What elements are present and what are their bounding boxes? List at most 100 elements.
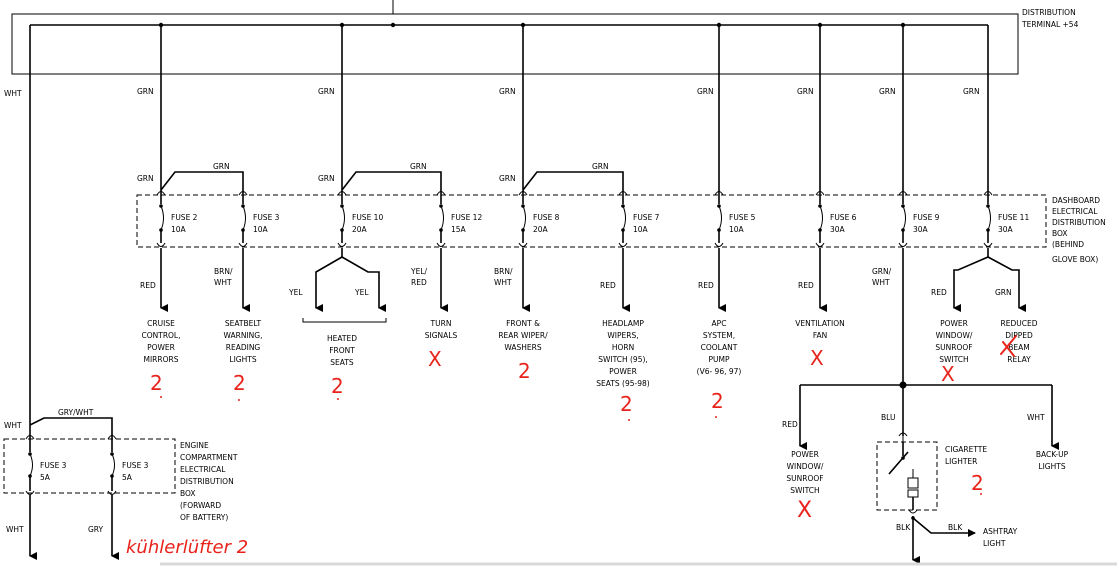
- load-label-line: SYSTEM,: [703, 331, 735, 340]
- annotation-two: 2: [233, 371, 246, 395]
- wire-label-yel: YEL/: [410, 267, 427, 276]
- load-label-line: FAN: [813, 331, 827, 340]
- dash-label-5: (BEHIND: [1052, 240, 1084, 249]
- wire-label-wht: WHT: [4, 89, 22, 98]
- load-label-line: BACK-UP: [1036, 450, 1069, 459]
- annotations: 2 2 2 2 2 2 2 X X X X kühlerlüfter 2: [126, 335, 1017, 558]
- load-label-line: LIGHTS: [1038, 462, 1065, 471]
- dash-label-1: DASHBOARD: [1052, 196, 1100, 205]
- load-label-line: SUNROOF: [935, 343, 972, 352]
- load-label-line: SIGNALS: [425, 331, 458, 340]
- load-label-line: FRONT &: [506, 319, 540, 328]
- load-label-line: SWITCH: [790, 486, 819, 495]
- wire-label-red: RED: [931, 288, 947, 297]
- fuse-name: FUSE 12: [451, 213, 482, 222]
- wire-label-wht: WHT: [1027, 413, 1045, 422]
- fuse-rating: 10A: [253, 225, 269, 234]
- fuse: FUSE 6 30A: [815, 190, 857, 247]
- wire-label-brn: BRN/: [494, 267, 513, 276]
- load-label-line: SUNROOF: [786, 474, 823, 483]
- grn-labels-top: WHT GRN GRN GRN GRN GRN GRN GRN GRN GRN …: [4, 87, 980, 183]
- load-label-line: HEATED: [327, 334, 357, 343]
- load-label-line: DIPPED: [1005, 331, 1033, 340]
- annotation-cross: X: [941, 362, 955, 386]
- wire-label-blk: BLK: [948, 523, 963, 532]
- wire-label-blk: BLK: [896, 523, 911, 532]
- wire-label-grn: GRN: [499, 87, 516, 96]
- annotation-two: 2: [620, 392, 633, 416]
- load-label-line: (V6- 96, 97): [697, 367, 742, 376]
- fuse-name: FUSE 2: [171, 213, 198, 222]
- annotation-cross: X: [428, 347, 442, 371]
- load-label-line: WASHERS: [504, 343, 541, 352]
- fuse-name: FUSE 5: [729, 213, 756, 222]
- engine-fuse-name: FUSE 3: [122, 461, 149, 470]
- annotation-two: 2: [971, 471, 984, 495]
- load-label-line: BEAM: [1008, 343, 1030, 352]
- fuse-rating: 30A: [998, 225, 1014, 234]
- cigarette-lighter: BLK BLK: [876, 432, 976, 564]
- engine-label-3: ELECTRICAL: [180, 465, 226, 474]
- wire-label-wht: WHT: [872, 278, 890, 287]
- load-label-line: WARNING,: [224, 331, 263, 340]
- wire-label-red: RED: [600, 281, 616, 290]
- fuse-rating: 10A: [633, 225, 649, 234]
- load-label-line: SEATS: [330, 358, 354, 367]
- wire-label-grn: GRN: [797, 87, 814, 96]
- load-label-line: SEATBELT: [225, 319, 262, 328]
- engine-label-6: (FORWARD: [180, 501, 221, 510]
- fuse-name: FUSE 9: [913, 213, 940, 222]
- load-label-line: MIRRORS: [144, 355, 179, 364]
- wire-label-red: RED: [411, 278, 427, 287]
- load-label-line: HORN: [612, 343, 634, 352]
- wire-label-grn: GRN: [318, 174, 335, 183]
- fuse-rating: 10A: [729, 225, 745, 234]
- wire-label-wht: WHT: [214, 278, 232, 287]
- fuse-name: FUSE 8: [533, 213, 560, 222]
- wire-label-grn: GRN: [137, 174, 154, 183]
- load-ashtray: ASHTRAY LIGHT: [983, 527, 1018, 548]
- engine-label-1: ENGINE: [180, 441, 209, 450]
- fuse-name: FUSE 10: [352, 213, 383, 222]
- load-label-line: LIGHT: [983, 539, 1006, 548]
- fuse-name: FUSE 6: [830, 213, 857, 222]
- load-label-line: RELAY: [1007, 355, 1031, 364]
- fuse-name: FUSE 7: [633, 213, 660, 222]
- fuse-rating: 30A: [913, 225, 929, 234]
- fuse: FUSE 11 30A: [983, 190, 1029, 247]
- load-backup: BACK-UP LIGHTS: [1036, 450, 1069, 471]
- wire-label-grn: GRN: [410, 162, 427, 171]
- load-label-line: ASHTRAY: [983, 527, 1018, 536]
- wire-label-red: RED: [698, 281, 714, 290]
- wire-label-blu: BLU: [881, 413, 895, 422]
- wire-label-grn: GRN: [697, 87, 714, 96]
- load-label-line: POWER: [940, 319, 968, 328]
- engine-label-2: COMPARTMENT: [180, 453, 238, 462]
- load-labels: CRUISECONTROL,POWERMIRRORSSEATBELTWARNIN…: [141, 319, 1068, 548]
- load-label-line: LIGHTS: [229, 355, 256, 364]
- engine-label-7: OF BATTERY): [180, 513, 228, 522]
- load-label-line: CRUISE: [147, 319, 175, 328]
- wire-label-yel: YEL: [354, 288, 369, 297]
- dashboard-box-label: DASHBOARD ELECTRICAL DISTRIBUTION BOX (B…: [1052, 196, 1106, 264]
- load-label-line: POWER: [147, 343, 175, 352]
- fuse-rating: 30A: [830, 225, 846, 234]
- fuse-name: FUSE 11: [998, 213, 1029, 222]
- annotation-strike: [1000, 335, 1017, 357]
- dash-label-6: GLOVE BOX): [1052, 255, 1098, 264]
- wire-label-grn: GRN: [137, 87, 154, 96]
- wire-label-grn: GRN: [995, 288, 1012, 297]
- distribution-label-1: DISTRIBUTION: [1022, 8, 1076, 17]
- load-label-line: WINDOW/: [936, 331, 973, 340]
- load-label-line: CIGARETTE: [945, 445, 987, 454]
- engine-label-5: BOX: [180, 489, 196, 498]
